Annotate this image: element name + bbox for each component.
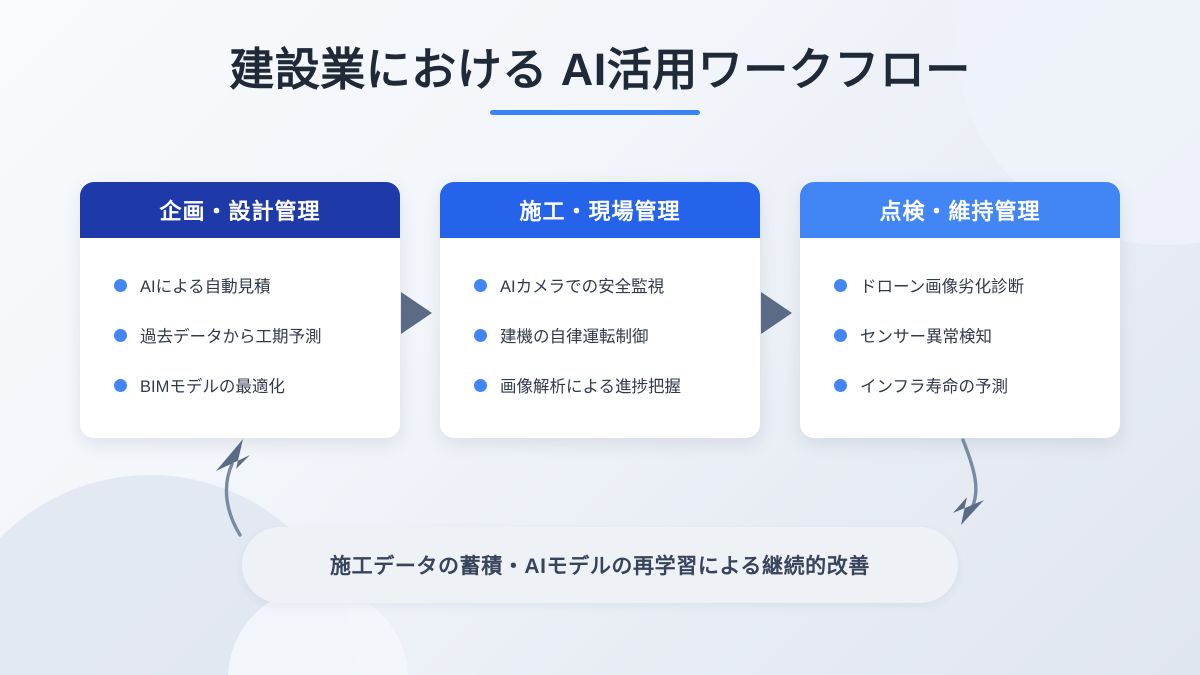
bullet-icon (474, 328, 487, 342)
feedback-banner[interactable]: 施工データの蓄積・AIモデルの再学習による継続的改善 (242, 527, 958, 603)
list-item: BIMモデルの最適化 (114, 360, 400, 410)
stage-card-inspection[interactable]: 点検・維持管理 ドローン画像劣化診断 センサー異常検知 インフラ寿命の予測 (800, 182, 1120, 438)
list-item: インフラ寿命の予測 (834, 360, 1120, 410)
stage-card-body: AIによる自動見積 過去データから工期予測 BIMモデルの最適化 (80, 238, 400, 410)
title-underline (490, 110, 700, 115)
stage-card-header: 企画・設計管理 (80, 182, 400, 238)
list-item-label: AIカメラでの安全監視 (500, 278, 665, 296)
list-item-label: BIMモデルの最適化 (140, 378, 285, 396)
bullet-icon (834, 328, 847, 342)
list-item: 画像解析による進捗把握 (474, 360, 760, 410)
list-item: AIカメラでの安全監視 (474, 260, 760, 310)
bullet-icon (114, 278, 127, 292)
stage-card-construction[interactable]: 施工・現場管理 AIカメラでの安全監視 建機の自律運転制御 画像解析による進捗把… (440, 182, 760, 438)
title-block: 建設業における AI活用ワークフロー (0, 44, 1200, 115)
list-item-label: 建機の自律運転制御 (500, 328, 649, 346)
arrow-down-left-icon (953, 497, 984, 525)
list-item-label: AIによる自動見積 (140, 278, 271, 296)
list-item-label: 過去データから工期予測 (140, 328, 322, 346)
bullet-icon (114, 378, 127, 392)
list-item-label: 画像解析による進捗把握 (500, 378, 682, 396)
bullet-icon (834, 378, 847, 392)
loop-path-right (961, 438, 978, 510)
stage-card-planning[interactable]: 企画・設計管理 AIによる自動見積 過去データから工期予測 BIMモデルの最適化 (80, 182, 400, 438)
bullet-icon (474, 278, 487, 292)
arrow-right-icon (401, 292, 432, 334)
list-item: AIによる自動見積 (114, 260, 400, 310)
arrow-up-right-icon (216, 439, 250, 471)
stage-card-header: 施工・現場管理 (440, 182, 760, 238)
list-item: ドローン画像劣化診断 (834, 260, 1120, 310)
list-item: 過去データから工期予測 (114, 310, 400, 360)
list-item-label: センサー異常検知 (860, 328, 992, 346)
list-item-label: ドローン画像劣化診断 (860, 278, 1025, 296)
list-item: 建機の自律運転制御 (474, 310, 760, 360)
list-item: センサー異常検知 (834, 310, 1120, 360)
bullet-icon (474, 378, 487, 392)
feedback-banner-label: 施工データの蓄積・AIモデルの再学習による継続的改善 (330, 555, 870, 578)
bullet-icon (114, 328, 127, 342)
arrow-right-icon (761, 292, 792, 334)
bullet-icon (834, 278, 847, 292)
page-title: 建設業における AI活用ワークフロー (229, 44, 971, 95)
list-item-label: インフラ寿命の予測 (860, 378, 1009, 396)
stage-card-header: 点検・維持管理 (800, 182, 1120, 238)
stage-card-body: ドローン画像劣化診断 センサー異常検知 インフラ寿命の予測 (800, 238, 1120, 410)
loop-path-left (224, 462, 242, 537)
stage-card-body: AIカメラでの安全監視 建機の自律運転制御 画像解析による進捗把握 (440, 238, 760, 410)
